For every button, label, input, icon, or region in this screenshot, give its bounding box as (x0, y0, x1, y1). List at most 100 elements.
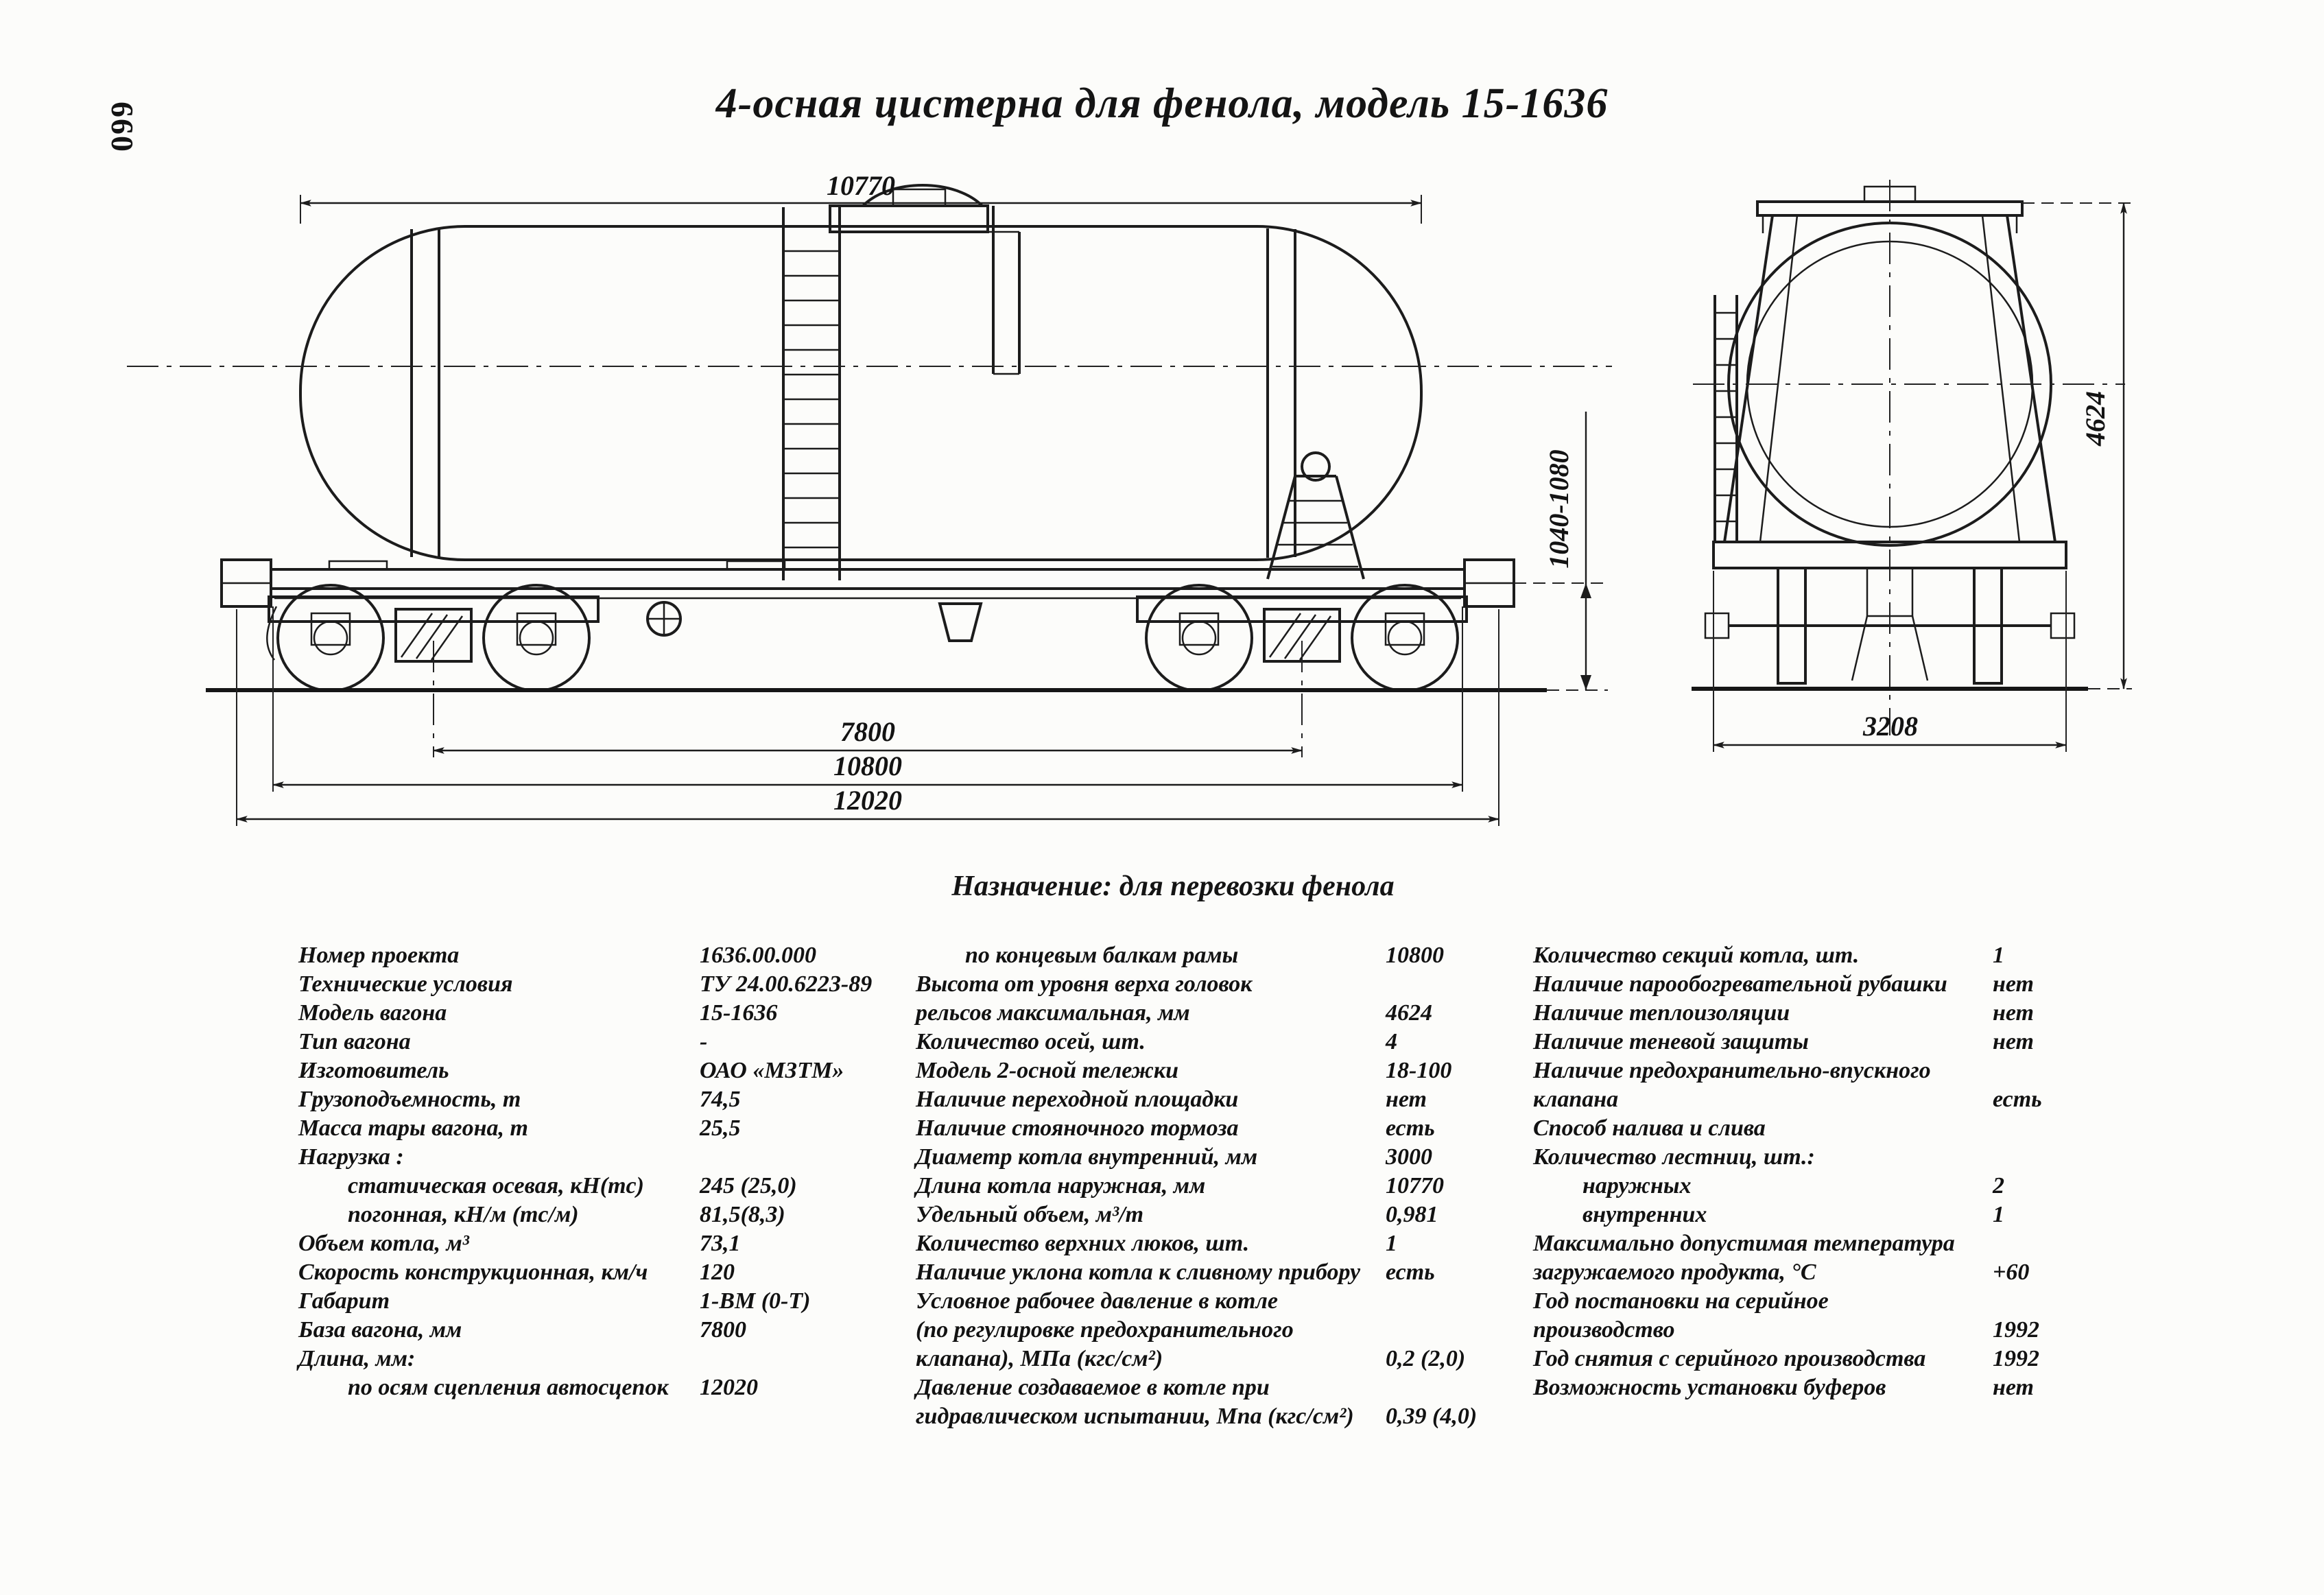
spec-label: производство (1533, 1317, 1675, 1343)
brake-handwheel (646, 601, 682, 637)
spec-label: Год постановки на серийное (1533, 1288, 1829, 1314)
spec-label: Наличие теневой защиты (1533, 1029, 1809, 1054)
spec-value: 25,5 (700, 1115, 741, 1141)
spec-label: Изготовитель (298, 1058, 449, 1083)
page-title: 4-осная цистерна для фенола, модель 15-1… (715, 80, 1609, 127)
spec-row: Год постановки на серийное (1533, 1287, 2150, 1316)
svg-text:1040-1080: 1040-1080 (1543, 449, 1574, 568)
spec-value: 7800 (700, 1317, 746, 1343)
spec-row: База вагона, мм 7800 (298, 1316, 902, 1345)
spec-value: 245 (25,0) (700, 1173, 797, 1198)
spec-value: нет (1386, 1087, 1427, 1112)
purpose-heading: Назначение: для перевозки фенола (951, 871, 1395, 902)
spec-row: Модель вагона 15-1636 (298, 999, 902, 1028)
spec-value: нет (1993, 1000, 2034, 1026)
side-view: 10770 7800 10800 12020 (127, 170, 1612, 826)
spec-label: Технические условия (298, 971, 513, 997)
spec-value: 1992 (1993, 1346, 2039, 1371)
spec-label: Длина, мм: (298, 1346, 416, 1371)
spec-label: Наличие теплоизоляции (1533, 1000, 1790, 1026)
spec-label: Грузоподъемность, т (298, 1087, 521, 1112)
svg-text:4624: 4624 (2080, 391, 2111, 447)
end-view: 4624 3208 (1692, 180, 2132, 752)
spec-label: База вагона, мм (298, 1317, 462, 1343)
bogie-left (268, 584, 600, 692)
spec-label: Скорость конструкционная, км/ч (298, 1260, 648, 1285)
spec-value: 1636.00.000 (700, 943, 816, 968)
spec-label: Наличие стояночного тормоза (916, 1115, 1239, 1141)
spec-row: Количество секций котла, шт. 1 (1533, 941, 2150, 970)
spec-row: Максимально допустимая температура (1533, 1229, 2150, 1258)
spec-label: Габарит (298, 1288, 390, 1314)
spec-label: статическая осевая, кН(тс) (348, 1173, 644, 1198)
spec-label: клапана), МПа (кгс/см²) (916, 1346, 1163, 1371)
spec-row: наружных 2 (1533, 1172, 2150, 1201)
svg-text:12020: 12020 (833, 785, 902, 816)
spec-label: Способ налива и слива (1533, 1115, 1766, 1141)
spec-value: нет (1993, 1375, 2034, 1400)
spec-label: Модель вагона (298, 1000, 447, 1026)
spec-value: 1 (1993, 943, 2004, 968)
spec-row: Условное рабочее давление в котле (916, 1287, 1519, 1316)
svg-text:10770: 10770 (827, 170, 895, 201)
dome-hatch (829, 184, 1021, 375)
spec-value: 2 (1993, 1173, 2004, 1198)
spec-row: Нагрузка : (298, 1143, 902, 1172)
spec-row: погонная, кН/м (тс/м)81,5(8,3) (298, 1201, 902, 1229)
spec-label: Масса тары вагона, т (298, 1115, 528, 1141)
spec-value: 18-100 (1386, 1058, 1452, 1083)
spec-row: производство 1992 (1533, 1316, 2150, 1345)
spec-row: Длина, мм: (298, 1345, 902, 1373)
dim-bogie-base: 7800 (432, 641, 1303, 757)
spec-label: Наличие парообогревательной рубашки (1533, 971, 1947, 997)
spec-row: Наличие предохранительно-впускного (1533, 1056, 2150, 1085)
spec-value: 10800 (1386, 943, 1444, 968)
spec-row: гидравлическом испытании, Мпа (кгс/см²)0… (916, 1402, 1519, 1431)
spec-label: наружных (1582, 1173, 1692, 1198)
spec-value: 12020 (700, 1375, 758, 1400)
spec-label: Наличие уклона котла к сливному прибору (916, 1260, 1361, 1285)
handbrake-stand (1266, 451, 1365, 580)
spec-value: 4624 (1386, 1000, 1432, 1026)
spec-value: 1992 (1993, 1317, 2039, 1343)
spec-value: нет (1993, 971, 2034, 997)
spec-label: Диаметр котла внутренний, мм (916, 1144, 1258, 1170)
spec-row: Наличие парообогревательной рубашки нет (1533, 970, 2150, 999)
spec-label: Количество лестниц, шт.: (1533, 1144, 1815, 1170)
spec-value: нет (1993, 1029, 2034, 1054)
spec-row: Способ налива и слива (1533, 1114, 2150, 1143)
dim-coupler-height: 1040-1080 (1514, 412, 1608, 691)
spec-row: Наличие теневой защиты нет (1533, 1028, 2150, 1056)
spec-row: клапана), МПа (кгс/см²) 0,2 (2,0) (916, 1345, 1519, 1373)
spec-value: 0,2 (2,0) (1386, 1346, 1466, 1371)
spec-value: 3000 (1386, 1144, 1432, 1170)
spec-row: Высота от уровня верха головок (916, 970, 1519, 999)
spec-label: клапана (1533, 1087, 1619, 1112)
spec-value: есть (1993, 1087, 2042, 1112)
spec-label: погонная, кН/м (тс/м) (348, 1202, 579, 1227)
spec-label: Длина котла наружная, мм (916, 1173, 1206, 1198)
spec-label: Давление создаваемое в котле при (916, 1375, 1270, 1400)
spec-label: (по регулировке предохранительного (916, 1317, 1294, 1343)
spec-row: Давление создаваемое в котле при (916, 1373, 1519, 1402)
spec-label: Год снятия с серийного производства (1533, 1346, 1926, 1371)
spec-label: внутренних (1582, 1202, 1707, 1227)
spec-value: ТУ 24.00.6223-89 (700, 971, 873, 997)
spec-label: Количество секций котла, шт. (1533, 943, 1860, 968)
spec-label: Нагрузка : (298, 1144, 404, 1170)
spec-value: 15-1636 (700, 1000, 778, 1026)
spec-row: Количество верхних люков, шт.1 (916, 1229, 1519, 1258)
